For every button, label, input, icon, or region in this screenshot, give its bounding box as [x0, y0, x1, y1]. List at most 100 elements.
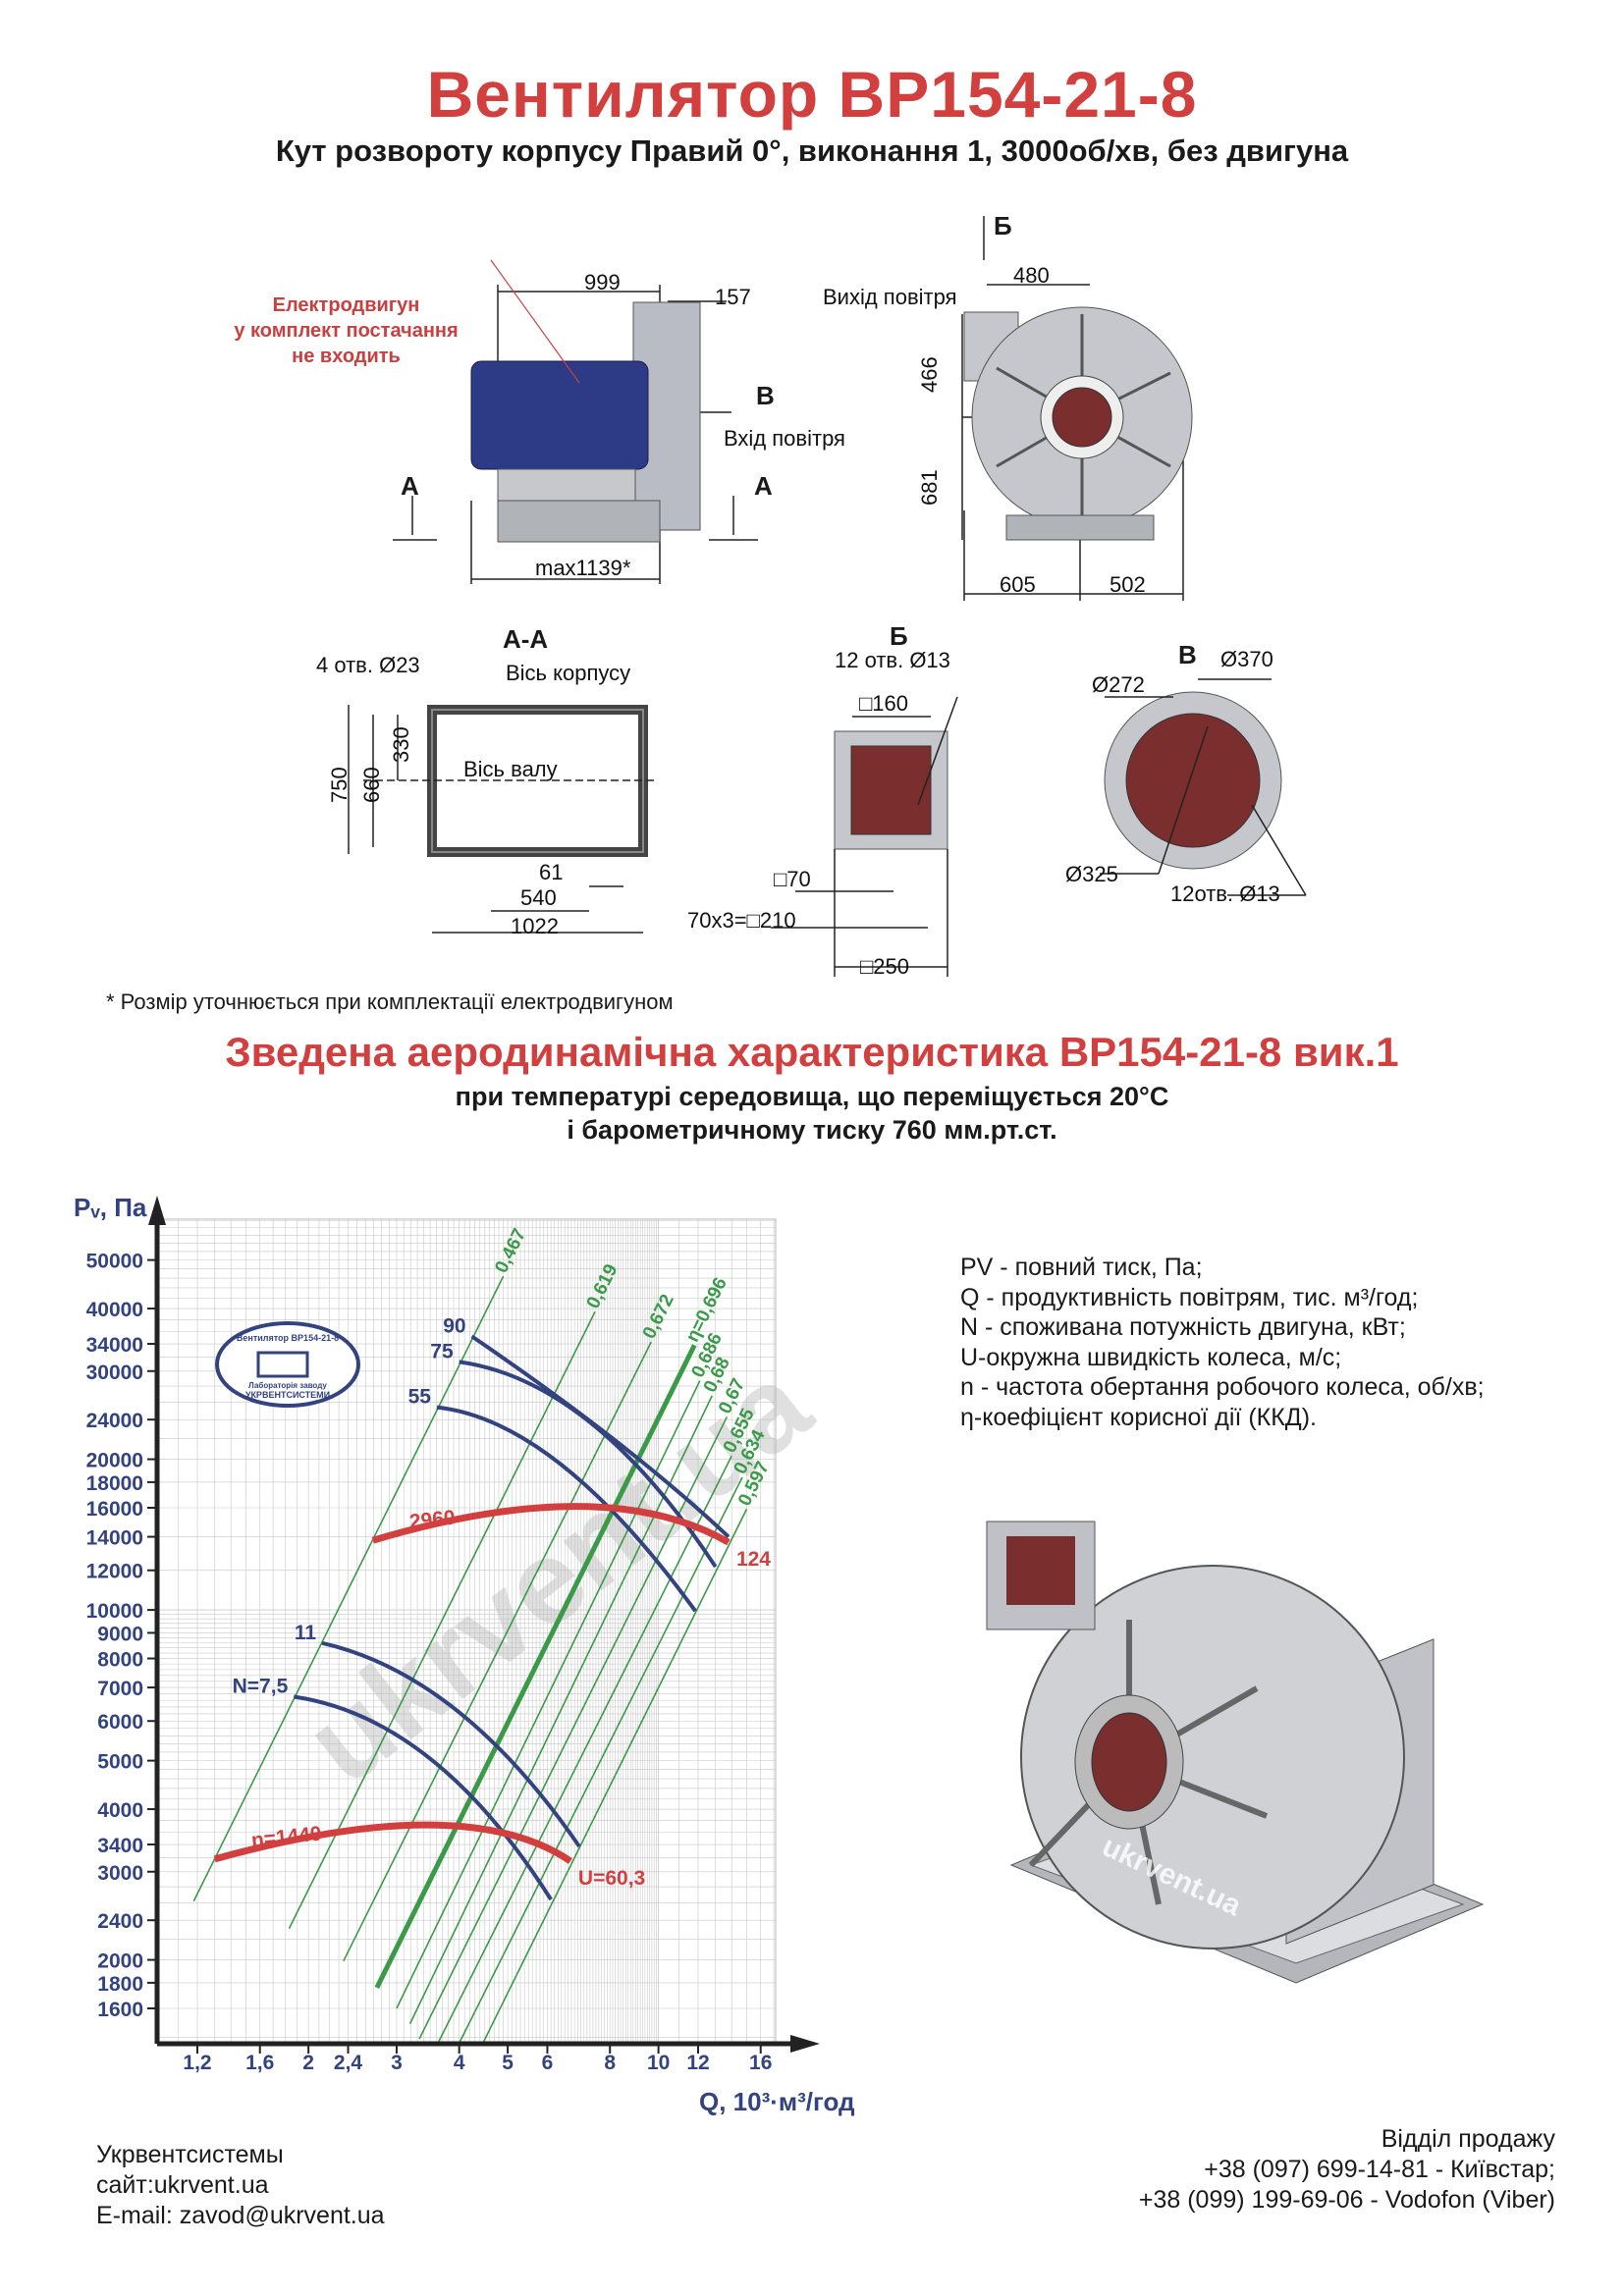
- legend-item: U-окружна швидкість колеса, м/с;: [960, 1343, 1342, 1371]
- y-tick-label: 40000: [86, 1299, 143, 1321]
- page-title: Вентилятор ВР154-21-8: [426, 58, 1198, 131]
- inlet-flange-drawing: [1100, 678, 1307, 896]
- view-b-title: Б: [890, 621, 908, 651]
- speed-curve: [213, 1821, 572, 1864]
- footer-contacts: Укрвентсистемы сайт:ukrvent.ua E-mail: z…: [96, 2140, 385, 2231]
- y-axis-arrow: [148, 1196, 166, 1225]
- y-tick-label: 24000: [86, 1410, 143, 1432]
- y-tick-label: 12000: [86, 1561, 143, 1583]
- front-view-drawing: [961, 216, 1193, 601]
- efficiency-line: [343, 1341, 652, 1962]
- legend-item: n - частота обертання робочого колеса, о…: [960, 1373, 1485, 1401]
- motor-note: Електродвигун у комплект постачання не в…: [221, 293, 471, 369]
- efficiency-line: [374, 1344, 697, 1989]
- holes-v: 12отв. Ø13: [1170, 881, 1280, 906]
- performance-chart: ukrvent.ua Вентилятор ВР154-21-8 Лаборат…: [74, 1193, 855, 2116]
- y-tick-label: 18000: [86, 1472, 143, 1495]
- dim-max1139: max1139*: [535, 556, 631, 580]
- sales-phone-1[interactable]: +38 (097) 699-14-81 - Київстар;: [1204, 2156, 1555, 2183]
- y-tick-label: 5000: [97, 1751, 143, 1774]
- y-tick-label: 1600: [97, 1999, 143, 2021]
- y-tick-label: 50000: [86, 1251, 143, 1273]
- efficiency-line: [408, 1395, 714, 2025]
- y-tick-label: 2400: [97, 1910, 143, 1933]
- company-email[interactable]: E-mail: zavod@ukrvent.ua: [96, 2202, 385, 2229]
- dim-480: 480: [1013, 263, 1050, 288]
- dim-160: □160: [859, 691, 908, 716]
- label-v: В: [756, 381, 775, 410]
- dim-61: 61: [539, 860, 564, 884]
- efficiency-line: [481, 1509, 748, 2046]
- power-curve-label: 11: [295, 1622, 317, 1644]
- y-tick-label: 6000: [97, 1711, 143, 1734]
- sales-title: Відділ продажу: [1380, 2125, 1555, 2153]
- y-tick-label: 8000: [97, 1649, 143, 1672]
- inlet-label: Вхід повітря: [724, 426, 845, 451]
- label-b: Б: [994, 211, 1012, 240]
- label-a-left: А: [401, 471, 419, 501]
- efficiency-line: [396, 1380, 701, 2009]
- section-aa-drawing: [348, 705, 658, 934]
- motor-base: [497, 500, 661, 543]
- label-a-right: А: [754, 471, 773, 501]
- outlet-flange-drawing: [771, 696, 958, 977]
- motor-note-line: Електродвигун: [272, 294, 420, 316]
- stamp-bottom: УКРВЕНТСИСТЕМИ: [245, 1390, 330, 1400]
- dim-157: 157: [715, 285, 751, 309]
- y-tick-label: 3400: [97, 1835, 143, 1857]
- legend-item: Q - продуктивність повітрям, тис. м³/год…: [960, 1283, 1419, 1311]
- dim-999: 999: [584, 270, 621, 294]
- y-tick-label: 4000: [97, 1799, 143, 1822]
- y-tick-label: 34000: [86, 1334, 143, 1357]
- footer-sales: Відділ продажу +38 (097) 699-14-81 - Киї…: [1139, 2124, 1555, 2216]
- y-tick-label: 3000: [97, 1862, 143, 1885]
- x-tick-label: 4: [454, 2052, 465, 2074]
- y-tick-label: 30000: [86, 1362, 143, 1384]
- y-tick-label: 7000: [97, 1678, 143, 1700]
- power-curve-label: 75: [430, 1340, 454, 1362]
- lab-stamp: Вентилятор ВР154-21-8 Лабораторія заводу…: [215, 1321, 360, 1408]
- speed-curve: [371, 1503, 731, 1546]
- y-tick-label: 14000: [86, 1527, 143, 1550]
- x-tick-label: 16: [749, 2052, 772, 2074]
- x-tick-label: 5: [502, 2052, 514, 2074]
- legend-item: N - споживана потужність двигуна, кВт;: [960, 1313, 1406, 1341]
- company-site[interactable]: сайт:ukrvent.ua: [96, 2171, 269, 2199]
- dim-70: □70: [774, 867, 811, 891]
- x-tick-label: 1,6: [245, 2052, 274, 2074]
- x-axis-label: Q, 10³·м³/год: [699, 2087, 855, 2116]
- outlet-label: Вихід повітря: [823, 285, 957, 309]
- dim-210: 70x3=□210: [687, 908, 796, 933]
- page-subtitle: Кут розвороту корпусу Правий 0°, виконан…: [275, 133, 1349, 168]
- motor-note-line: не входить: [292, 346, 401, 367]
- dim-605: 605: [1000, 572, 1036, 597]
- characteristic-conditions-2: і барометричному тиску 760 мм.рт.ст.: [567, 1115, 1057, 1145]
- y-tick-label: 9000: [97, 1623, 143, 1645]
- efficiency-line: [436, 1455, 732, 2046]
- efficiency-line: [192, 1275, 505, 1902]
- efficiency-line: [457, 1476, 743, 2046]
- power-curve: [436, 1405, 697, 1613]
- company-name: Укрвентсистемы: [96, 2141, 284, 2168]
- x-tick-label: 3: [391, 2052, 403, 2074]
- fan-inlet: [1091, 1712, 1167, 1812]
- dim-250: □250: [860, 954, 909, 979]
- dia-370: Ø370: [1220, 647, 1273, 671]
- dim-330: 330: [389, 726, 413, 763]
- inlet-hub: [1052, 387, 1112, 448]
- x-tick-label: 10: [647, 2052, 670, 2074]
- speed-n-label: 2960: [408, 1506, 457, 1533]
- stamp-middle: Лабораторія заводу: [248, 1381, 327, 1390]
- y-axis-label: Pᵥ, Па: [74, 1193, 147, 1222]
- view-v-title: В: [1178, 640, 1197, 669]
- side-view-drawing: [393, 259, 758, 584]
- sales-phone-2[interactable]: +38 (099) 199-69-06 - Vodofon (Viber): [1138, 2186, 1555, 2214]
- housing-axis: Вісь корпусу: [506, 661, 631, 685]
- x-tick-label: 1,2: [183, 2052, 211, 2074]
- chart-legend: PV - повний тиск, Па; Q - продуктивність…: [960, 1253, 1569, 1432]
- speed-u-label: U=60,3: [578, 1867, 645, 1890]
- holes-b: 12 отв. Ø13: [835, 648, 950, 672]
- y-tick-label: 1800: [97, 1973, 143, 1996]
